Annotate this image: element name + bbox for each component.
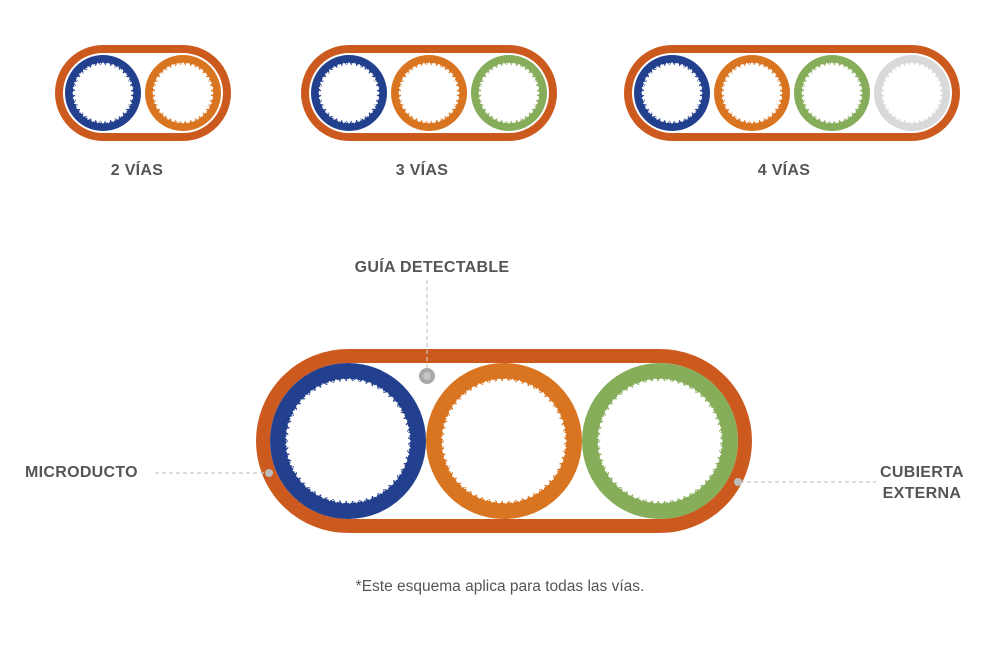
jacket-leader-dot [734, 478, 742, 486]
variant-label-2: 2 VÍAS [110, 162, 164, 179]
cable-3-vias [301, 45, 557, 141]
microduct-orange-1 [391, 55, 467, 131]
microduct-blue-0 [311, 55, 387, 131]
microduct-bore [801, 62, 863, 124]
microduct-green-2 [471, 55, 547, 131]
microduct-orange-1 [426, 363, 582, 519]
cable-2-vias [55, 45, 231, 141]
footnote: *Este esquema aplica para todas las vías… [355, 578, 645, 595]
microduct-rib [286, 379, 411, 504]
microduct-callout-label: MICRODUCTO [25, 464, 138, 481]
microduct-orange-1 [714, 55, 790, 131]
microduct-rib [72, 62, 133, 123]
microduct-blue-0 [65, 55, 141, 131]
variant-label-4: 4 VÍAS [757, 162, 811, 179]
microduct-rib [153, 62, 214, 123]
cable-4-vias-jacket [624, 45, 960, 141]
microduct-bore [881, 62, 943, 124]
microduct-rib [881, 62, 942, 123]
microduct-bore [398, 62, 460, 124]
jacket-callout-label: CUBIERTA EXTERNA [880, 462, 964, 504]
cable-4-vias [624, 45, 960, 141]
microduct-orange-1 [145, 55, 221, 131]
microduct-gray-3 [874, 55, 950, 131]
microduct-rib [319, 62, 380, 123]
microduct-green-2 [794, 55, 870, 131]
jacket-callout-line1: CUBIERTA [880, 464, 964, 481]
microduct-bore [597, 378, 723, 504]
microduct-blue-0 [634, 55, 710, 131]
microduct-blue-0 [270, 363, 426, 519]
microduct-green-2 [582, 363, 738, 519]
microduct-bore [441, 378, 567, 504]
guide-callout-label: GUÍA DETECTABLE [354, 259, 510, 276]
microduct-rib [442, 379, 567, 504]
microduct-bore [72, 62, 134, 124]
microduct-bore [285, 378, 411, 504]
microduct-leader-dot [265, 469, 273, 477]
microduct-rib [597, 379, 722, 504]
microduct-rib [721, 62, 782, 123]
microduct-rib [479, 62, 540, 123]
detectable-guide-core [423, 372, 431, 380]
microduct-rib [399, 62, 460, 123]
microduct-rib [641, 62, 702, 123]
microduct-bore [641, 62, 703, 124]
variant-label-3: 3 VÍAS [395, 162, 449, 179]
microduct-bore [478, 62, 540, 124]
cable-detail [256, 349, 752, 533]
jacket-callout-line2: EXTERNA [882, 485, 962, 502]
microduct-rib [801, 62, 862, 123]
microduct-bore [721, 62, 783, 124]
microduct-bore [152, 62, 214, 124]
microduct-bore [318, 62, 380, 124]
